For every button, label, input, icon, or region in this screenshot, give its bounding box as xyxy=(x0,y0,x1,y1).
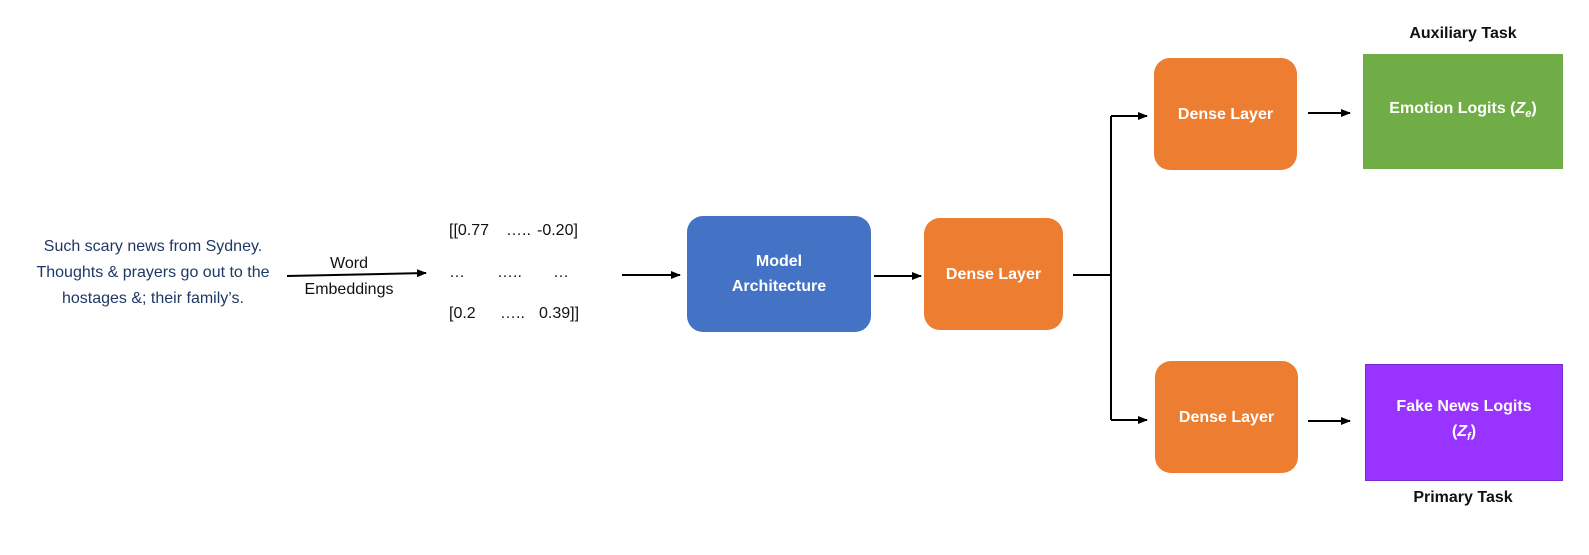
fake-news-logits-symbol: Zf xyxy=(1457,423,1471,444)
emotion-logits-text: Emotion Logits (Ze) xyxy=(1389,96,1536,127)
matrix-row-1-col-2: ….. xyxy=(506,222,531,239)
fake-news-logits-subscript: f xyxy=(1467,431,1471,444)
dense-layer-auxiliary-box: Dense Layer xyxy=(1154,58,1297,170)
primary-task-label: Primary Task xyxy=(1413,489,1513,506)
matrix-row-1-col-1: [[0.77 xyxy=(449,222,490,239)
dense-layer-auxiliary-label: Dense Layer xyxy=(1177,105,1274,123)
emotion-logits-symbol: Ze xyxy=(1515,99,1532,121)
matrix-row-1-col-3: -0.20] xyxy=(537,222,578,239)
word-embeddings-label: Word Embeddings xyxy=(290,251,408,303)
dense-layer-primary-label: Dense Layer xyxy=(1178,408,1275,426)
embeddings-label-line-1: Word xyxy=(330,255,368,272)
auxiliary-task-label: Auxiliary Task xyxy=(1409,25,1517,42)
matrix-row-3-col-1: [0.2 xyxy=(449,305,476,322)
model-architecture-box: Model Architecture xyxy=(687,216,871,332)
matrix-row-3-col-2: ….. xyxy=(500,305,525,322)
dense-layer-shared-label: Dense Layer xyxy=(945,265,1042,283)
matrix-row-3-col-3: 0.39]] xyxy=(539,305,580,322)
input-text-line-1: Such scary news from Sydney. xyxy=(43,238,263,255)
arrow-input-to-embeddings xyxy=(286,269,427,278)
emotion-logits-box: Emotion Logits (Ze) xyxy=(1363,54,1563,169)
model-architecture-line-2: Architecture xyxy=(731,278,827,295)
emotion-logits-label: Emotion Logits ( xyxy=(1389,99,1516,117)
matrix-row-2-col-1: … xyxy=(449,264,465,281)
fake-news-logits-symbol-line: (Zf) xyxy=(1451,423,1477,444)
emotion-logits-subscript: e xyxy=(1525,108,1532,121)
dense-layer-primary-box: Dense Layer xyxy=(1155,361,1298,473)
emotion-logits-close: ) xyxy=(1531,99,1537,117)
input-text-line-3: hostages &; their family’s. xyxy=(61,290,244,307)
embeddings-label-line-2: Embeddings xyxy=(304,281,394,298)
input-tweet-text: Such scary news from Sydney. Thoughts & … xyxy=(8,234,298,312)
fake-news-logits-label: Fake News Logits xyxy=(1396,398,1532,416)
matrix-row-2-col-3: … xyxy=(553,264,569,281)
input-text-line-2: Thoughts & prayers go out to the xyxy=(36,264,270,281)
fake-news-logits-box: Fake News Logits (Zf) xyxy=(1365,364,1563,481)
matrix-row-2-col-2: ….. xyxy=(497,264,522,281)
model-architecture-line-1: Model xyxy=(755,253,803,270)
dense-layer-shared-box: Dense Layer xyxy=(924,218,1063,330)
